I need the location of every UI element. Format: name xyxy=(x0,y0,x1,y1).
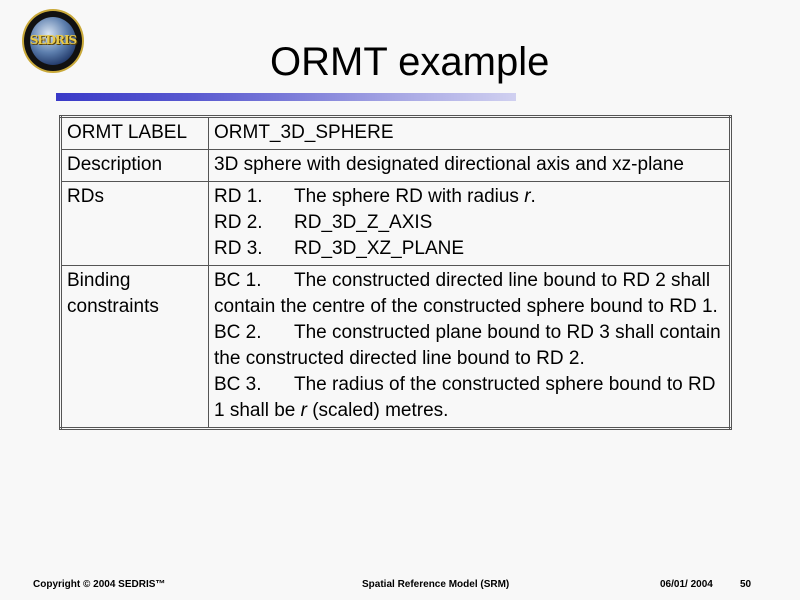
footer-title: Spatial Reference Model (SRM) xyxy=(362,579,510,590)
row-value: RD 1.The sphere RD with radius r. RD 2.R… xyxy=(208,181,731,266)
bc-item: BC 3.The radius of the constructed spher… xyxy=(214,374,716,421)
sedris-logo: SEDRIS xyxy=(22,9,84,73)
title-underline-bar xyxy=(56,93,516,101)
table-row: Description 3D sphere with designated di… xyxy=(60,149,731,182)
row-key: Binding constraints xyxy=(60,265,209,429)
row-value: ORMT_3D_SPHERE xyxy=(208,116,731,150)
footer-copyright: Copyright © 2004 SEDRIS™ xyxy=(33,579,166,590)
footer-date: 06/01/ 2004 xyxy=(660,579,713,590)
page-number: 50 xyxy=(740,579,752,590)
table-row: Binding constraints BC 1.The constructed… xyxy=(60,265,731,429)
rd-item: RD 3.RD_3D_XZ_PLANE xyxy=(214,238,465,259)
row-key: Description xyxy=(60,149,209,182)
ormt-table: ORMT LABEL ORMT_3D_SPHERE Description 3D… xyxy=(59,115,732,430)
table-row: ORMT LABEL ORMT_3D_SPHERE xyxy=(60,116,731,150)
bc-item: BC 1.The constructed directed line bound… xyxy=(214,270,718,317)
rd-item: RD 1.The sphere RD with radius r. xyxy=(214,186,536,207)
table-row: RDs RD 1.The sphere RD with radius r. RD… xyxy=(60,181,731,266)
rd-item: RD 2.RD_3D_Z_AXIS xyxy=(214,212,433,233)
row-value: BC 1.The constructed directed line bound… xyxy=(208,265,731,429)
row-value: 3D sphere with designated directional ax… xyxy=(208,149,731,182)
row-key: RDs xyxy=(60,181,209,266)
slide-title: ORMT example xyxy=(270,40,550,84)
row-key: ORMT LABEL xyxy=(60,116,209,150)
bc-item: BC 2.The constructed plane bound to RD 3… xyxy=(214,322,721,369)
